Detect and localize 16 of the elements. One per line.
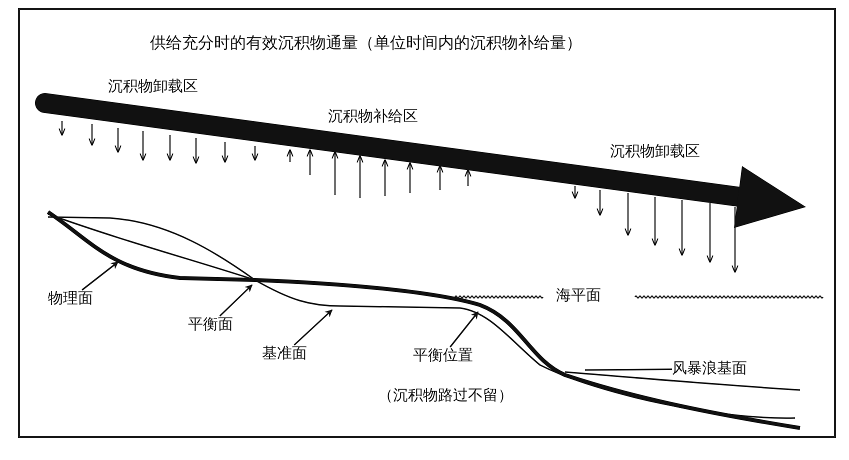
arrow — [294, 309, 333, 346]
surface-label: 平衡面 — [188, 316, 233, 334]
region-label: 海平面 — [556, 287, 601, 305]
surface-label: 基准面 — [262, 345, 307, 363]
leader-line — [585, 368, 672, 371]
surface-label: 风暴浪基面 — [672, 360, 747, 378]
surface-label: 物理面 — [48, 290, 93, 308]
arrow — [219, 284, 253, 317]
region-label: 沉积物卸载区 — [610, 143, 700, 161]
arrow — [450, 311, 479, 348]
surface-label: 平衡位置 — [413, 347, 473, 365]
arrow — [82, 261, 119, 291]
title-text: 供给充分时的有效沉积物通量（单位时间内的沉积物补给量） — [150, 34, 582, 54]
region-label: 沉积物卸载区 — [108, 78, 198, 96]
region-label: 沉积物补给区 — [328, 108, 418, 126]
caption-text: （沉积物路过不留） — [378, 387, 513, 405]
